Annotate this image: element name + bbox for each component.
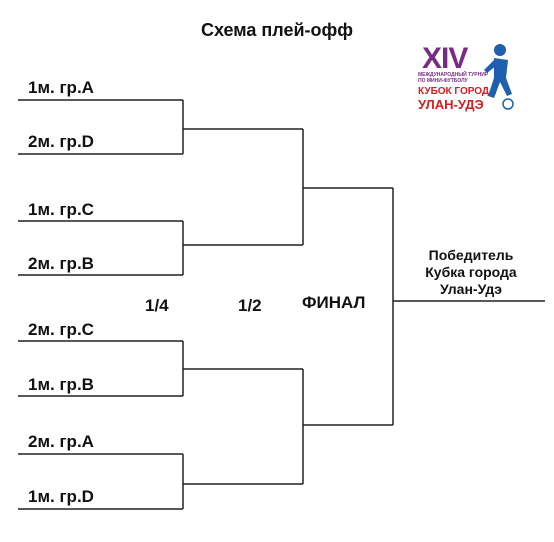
winner-line-1: Победитель: [428, 247, 514, 263]
team-label: 1м. гр.D: [28, 487, 94, 506]
tournament-logo: XIV МЕЖДУНАРОДНЫЙ ТУРНИР ПО МИНИ-ФУТБОЛУ…: [418, 42, 514, 112]
winner-label: Победитель Кубка города Улан-Удэ: [396, 247, 546, 298]
team-label: 2м. гр.A: [28, 432, 94, 451]
team-label: 1м. гр.A: [28, 78, 94, 97]
team-label: 2м. гр.B: [28, 254, 94, 273]
winner-line-2: Кубка города: [425, 264, 517, 280]
winner-line-3: Улан-Удэ: [439, 281, 503, 297]
football-player-icon: [484, 44, 514, 110]
team-label: 1м. гр.B: [28, 375, 94, 394]
logo-line-1: МЕЖДУНАРОДНЫЙ ТУРНИР: [418, 72, 489, 78]
round-label-quarter: 1/4: [145, 296, 169, 315]
round-label-semi: 1/2: [238, 296, 262, 315]
logo-numeral: XIV: [422, 42, 468, 75]
round-label-final: ФИНАЛ: [302, 293, 366, 312]
page-title: Схема плей-офф: [200, 20, 354, 40]
team-label: 2м. гр.D: [28, 132, 94, 151]
logo-line-3: КУБОК ГОРОДА: [418, 86, 497, 97]
team-label: 1м. гр.C: [28, 200, 94, 219]
logo-line-2: ПО МИНИ-ФУТБОЛУ: [418, 78, 468, 84]
team-label: 2м. гр.C: [28, 320, 94, 339]
logo-line-4: УЛАН-УДЭ: [418, 97, 484, 112]
